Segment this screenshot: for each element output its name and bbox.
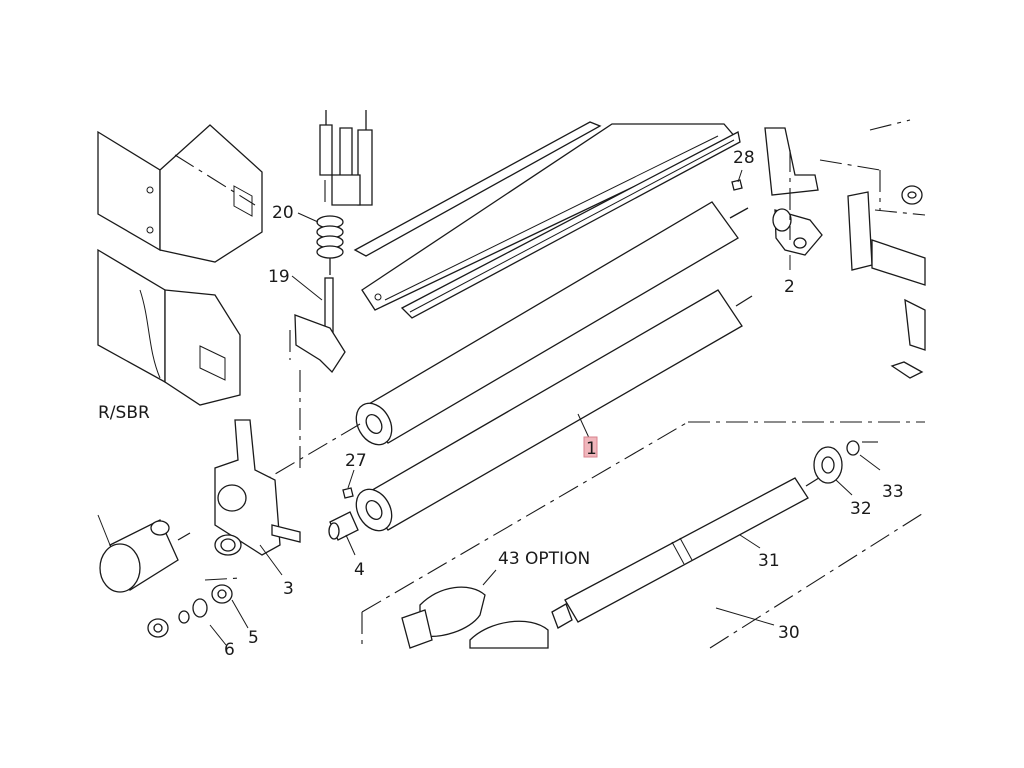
end-frame-3 <box>214 419 301 576</box>
part-label-28[interactable]: 28 <box>733 148 755 168</box>
upper-roller <box>247 201 749 491</box>
bearing-32 <box>813 446 853 496</box>
ring-6 <box>147 598 227 646</box>
part-label-6[interactable]: 6 <box>224 640 235 660</box>
part-label-5[interactable]: 5 <box>248 628 259 648</box>
pin-27 <box>342 487 354 499</box>
part-label-43-option[interactable]: 43 OPTION <box>498 549 590 569</box>
shaft-31 <box>551 475 823 629</box>
side-plate-upper <box>97 124 263 263</box>
spring-20 <box>316 215 344 275</box>
lower-roller <box>355 289 753 532</box>
ring-33 <box>846 440 881 471</box>
selected-part-highlight <box>583 436 598 458</box>
washer-5 <box>204 577 249 629</box>
part-label-27[interactable]: 27 <box>345 451 367 471</box>
option-roller-43 <box>401 569 549 649</box>
part-label-20[interactable]: 20 <box>272 203 294 223</box>
long-bar-upper <box>353 121 602 257</box>
upper-bracket-assembly <box>319 110 373 206</box>
part-label-32[interactable]: 32 <box>850 499 872 519</box>
part-label-3[interactable]: 3 <box>283 579 294 599</box>
bushing-4 <box>328 511 359 556</box>
part-label-4[interactable]: 4 <box>354 560 365 580</box>
part-label-31[interactable]: 31 <box>758 551 780 571</box>
long-bar-middle <box>361 123 738 311</box>
rod-19 <box>289 277 346 470</box>
pin-28 <box>731 179 743 191</box>
part-label-30[interactable]: 30 <box>778 623 800 643</box>
side-plate-lower <box>97 248 241 406</box>
bracket-2 <box>764 127 823 270</box>
long-bar-lower <box>400 131 741 319</box>
motor <box>97 514 191 593</box>
option-group-border <box>361 421 926 649</box>
side-label: R/SBR <box>98 403 150 423</box>
part-label-33[interactable]: 33 <box>882 482 904 502</box>
part-label-2[interactable]: 2 <box>784 277 795 297</box>
part-label-19[interactable]: 19 <box>268 267 290 287</box>
leader-lines <box>291 169 775 626</box>
part-label-1[interactable]: 1 <box>586 439 597 459</box>
right-shaft-assembly <box>819 119 926 379</box>
